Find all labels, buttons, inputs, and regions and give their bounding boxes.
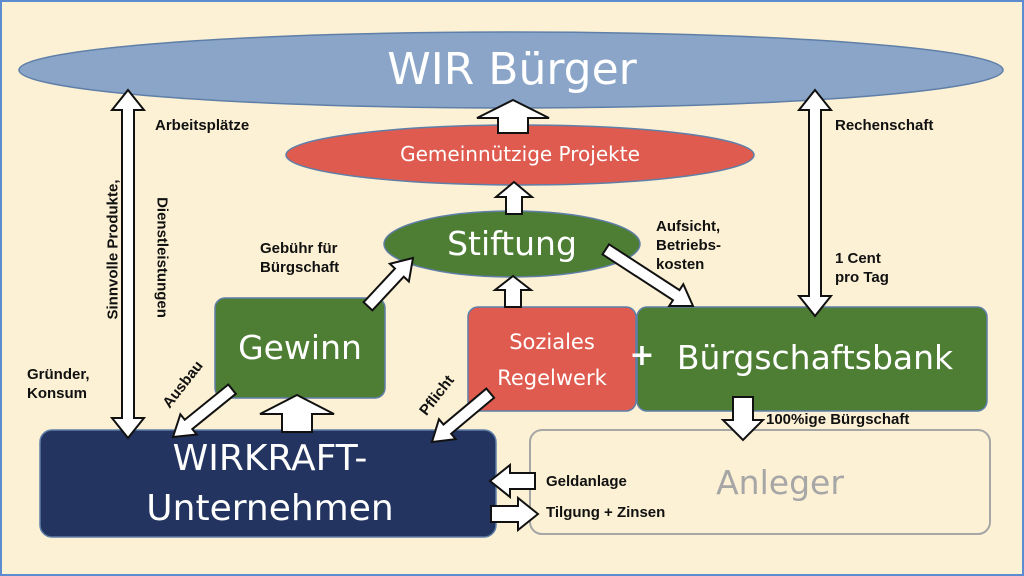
soziales-up-arrow — [492, 274, 534, 308]
plus-sign: + — [629, 338, 655, 373]
right-double-arrow — [796, 88, 834, 318]
label-gruender-line1: Gründer, — [27, 366, 90, 383]
label-gebuehr-line1: Gebühr für — [260, 240, 338, 257]
label-gruender-line2: Konsum — [27, 384, 87, 402]
wirkraft-up-arrow — [259, 393, 335, 433]
wirkraft-line2: Unternehmen — [146, 488, 394, 529]
ausbau-arrow — [171, 383, 238, 439]
label-gebuehr: Gebühr für Bürgschaft — [260, 240, 339, 278]
label-gruender: Gründer, Konsum — [27, 366, 90, 404]
soziales-regelwerk-box — [467, 306, 637, 412]
gewinn-title: Gewinn — [238, 328, 362, 367]
left-double-arrow — [109, 88, 147, 440]
soziales-line2: Regelwerk — [497, 366, 607, 390]
label-100-buergschaft: 100%ige Bürgschaft — [766, 411, 910, 428]
label-aufsicht-line1: Aufsicht, — [656, 218, 721, 235]
label-aufsicht-line3: kosten — [656, 255, 705, 273]
label-rechenschaft: Rechenschaft — [835, 117, 934, 134]
wirkraft-line1: WIRKRAFT- — [172, 438, 368, 479]
label-tilgung: Tilgung + Zinsen — [546, 504, 666, 521]
label-cent-line2: pro Tag — [835, 268, 889, 286]
label-arbeitsplaetze: Arbeitsplätze — [155, 117, 250, 134]
label-geldanlage: Geldanlage — [546, 473, 627, 490]
pflicht-arrow — [430, 387, 496, 444]
soziales-line1: Soziales — [509, 330, 595, 354]
projekte-title: Gemeinnützige Projekte — [400, 142, 640, 166]
label-aufsicht: Aufsicht, Betriebs- kosten — [656, 218, 721, 274]
stiftung-title: Stiftung — [447, 224, 577, 263]
stiftung-to-bank-arrow — [601, 242, 695, 308]
wir-buerger-title: WIR Bürger — [387, 44, 637, 95]
label-cent-line1: 1 Cent — [835, 250, 881, 267]
bank-down-arrow — [720, 396, 766, 442]
label-gebuehr-line2: Bürgschaft — [260, 258, 340, 276]
projekte-up-arrow — [476, 98, 550, 134]
tilgung-arrow — [490, 495, 540, 533]
label-cent: 1 Cent pro Tag — [835, 250, 889, 288]
geldanlage-arrow — [488, 462, 536, 500]
label-aufsicht-line2: Betriebs- — [656, 236, 722, 254]
anleger-title: Anleger — [716, 463, 844, 502]
label-dienstleistungen: Dienstleistungen — [153, 197, 171, 318]
stiftung-up-arrow — [493, 180, 535, 215]
label-sinnvolle-produkte: Sinnvolle Produkte, — [104, 179, 122, 320]
gewinn-to-stiftung-arrow — [362, 256, 415, 312]
buergschaftsbank-title: Bürgschaftsbank — [676, 338, 954, 377]
